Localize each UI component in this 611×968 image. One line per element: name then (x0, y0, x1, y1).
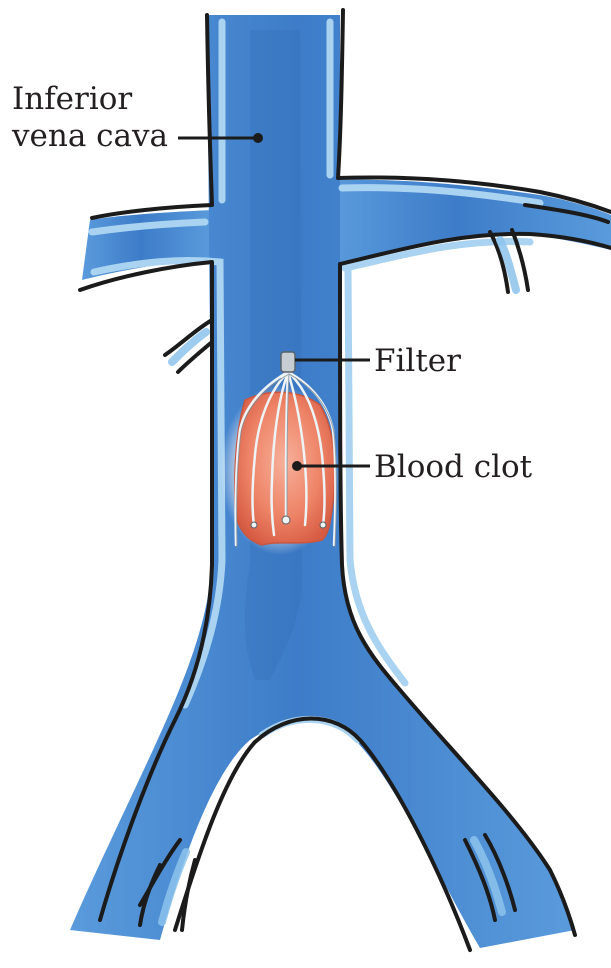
ivc-leader-dot (253, 133, 263, 143)
inferior-vena-cava-label-line1: Inferior (12, 80, 132, 118)
filter-label: Filter (374, 342, 461, 380)
inferior-vena-cava-label-line2: vena cava (12, 117, 168, 155)
blood-clot-label: Blood clot (374, 448, 532, 486)
clot-leader-dot (292, 461, 302, 471)
